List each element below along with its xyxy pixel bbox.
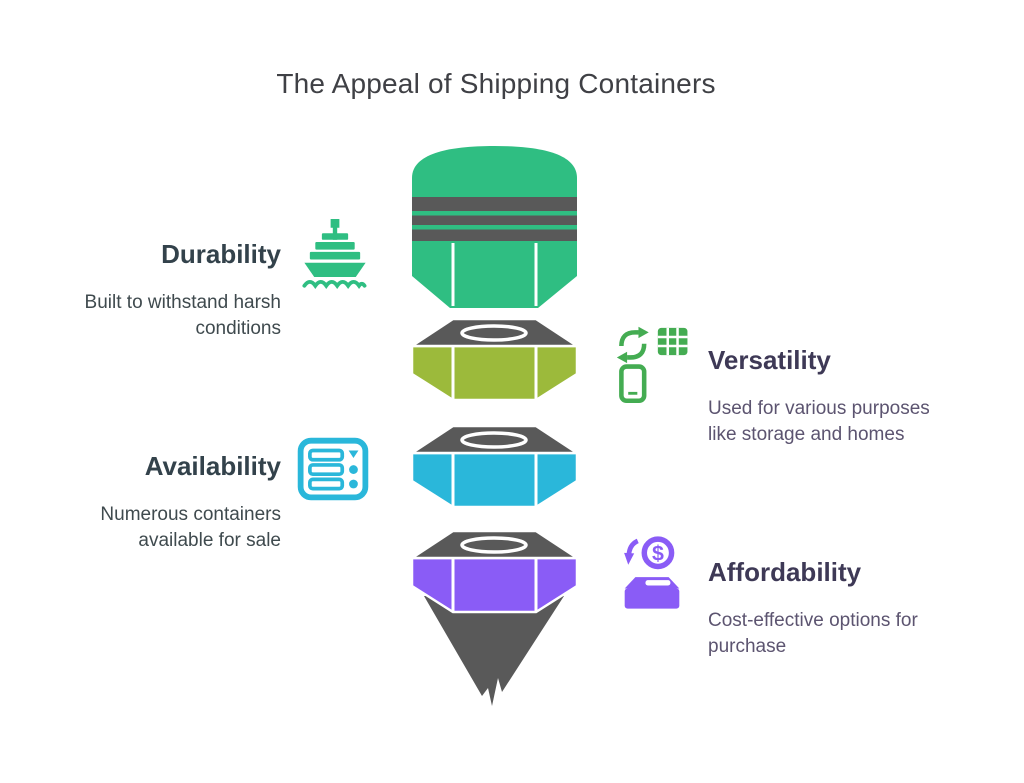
arrowhead xyxy=(616,351,628,364)
drum-body xyxy=(412,241,577,308)
facet-seams xyxy=(451,559,538,611)
device-sync-icon xyxy=(610,320,692,404)
feature-versatility: Versatility Used for various purposes li… xyxy=(708,344,988,448)
rim-ellipse xyxy=(460,536,528,554)
funnel-segment-cyan xyxy=(407,424,582,509)
page-title: The Appeal of Shipping Containers xyxy=(276,68,716,99)
ship-container-row xyxy=(321,233,349,240)
feature-durability: Durability Built to withstand harsh cond… xyxy=(40,238,281,342)
feature-heading: Affordability xyxy=(708,557,862,587)
ship-container-row xyxy=(315,241,355,250)
desc-line: conditions xyxy=(195,318,281,339)
feature-heading: Availability xyxy=(144,451,281,481)
desc-line: Built to withstand harsh xyxy=(84,292,281,313)
feature-heading: Durability xyxy=(161,239,281,269)
box-slot xyxy=(645,580,671,586)
segment-top xyxy=(407,424,582,455)
drum-band-gap xyxy=(412,225,577,230)
phone-icon xyxy=(619,364,647,403)
sync-arrows-icon xyxy=(619,330,647,360)
ship-container-row xyxy=(309,251,361,260)
server-bar xyxy=(308,448,345,462)
funnel-segment-green-drum xyxy=(412,146,577,308)
drum-band xyxy=(412,197,577,241)
cargo-ship-icon xyxy=(300,216,370,292)
server-dot xyxy=(349,465,358,474)
desc-line: like storage and homes xyxy=(708,424,905,445)
segment-top xyxy=(407,529,582,560)
table-icon xyxy=(657,327,688,356)
funnel-cone xyxy=(424,596,564,706)
segment-top xyxy=(407,317,582,348)
feature-desc: Cost-effective options for purchase xyxy=(708,608,988,660)
desc-line: Cost-effective options for xyxy=(708,610,918,631)
feature-heading: Versatility xyxy=(708,345,831,375)
segment-body xyxy=(410,344,579,402)
facet-seams xyxy=(451,243,538,306)
funnel-segment-purple xyxy=(407,529,582,614)
arrowhead xyxy=(638,326,649,339)
dollar-sign: $ xyxy=(652,542,664,566)
arrowhead xyxy=(624,552,635,565)
table-grid-lines xyxy=(657,327,688,356)
drum-dome xyxy=(412,146,577,206)
box-body xyxy=(624,588,680,609)
wave-line xyxy=(302,280,367,290)
facet-seams xyxy=(451,347,538,399)
desc-line: available for sale xyxy=(138,530,281,551)
rim-ellipse xyxy=(460,324,528,342)
feature-affordability: Affordability Cost-effective options for… xyxy=(708,556,988,660)
feature-desc: Built to withstand harsh conditions xyxy=(40,290,281,342)
server-dot xyxy=(349,479,358,489)
segment-body xyxy=(410,451,579,509)
desc-line: Numerous containers xyxy=(100,504,281,525)
segment-body xyxy=(410,556,579,614)
facet-seams xyxy=(451,454,538,506)
coin-donation-icon: $ xyxy=(614,534,690,612)
rim-ellipse xyxy=(460,431,528,449)
feature-desc: Used for various purposes like storage a… xyxy=(708,396,988,448)
desc-line: purchase xyxy=(708,636,787,657)
drum-band-gap xyxy=(412,211,577,216)
funnel-segment-olive xyxy=(407,317,582,402)
ship-hull xyxy=(304,262,366,277)
server-bar xyxy=(308,463,345,477)
ship-flag xyxy=(330,219,340,228)
drop-arrow xyxy=(626,538,639,556)
feature-availability: Availability Numerous containers availab… xyxy=(40,450,281,554)
server-stack-icon xyxy=(296,432,370,506)
coin xyxy=(641,536,675,570)
server-triangle xyxy=(348,450,359,459)
feature-desc: Numerous containers available for sale xyxy=(40,502,281,554)
desc-line: Used for various purposes xyxy=(708,398,930,419)
server-frame xyxy=(297,437,369,501)
server-bar xyxy=(308,477,345,491)
